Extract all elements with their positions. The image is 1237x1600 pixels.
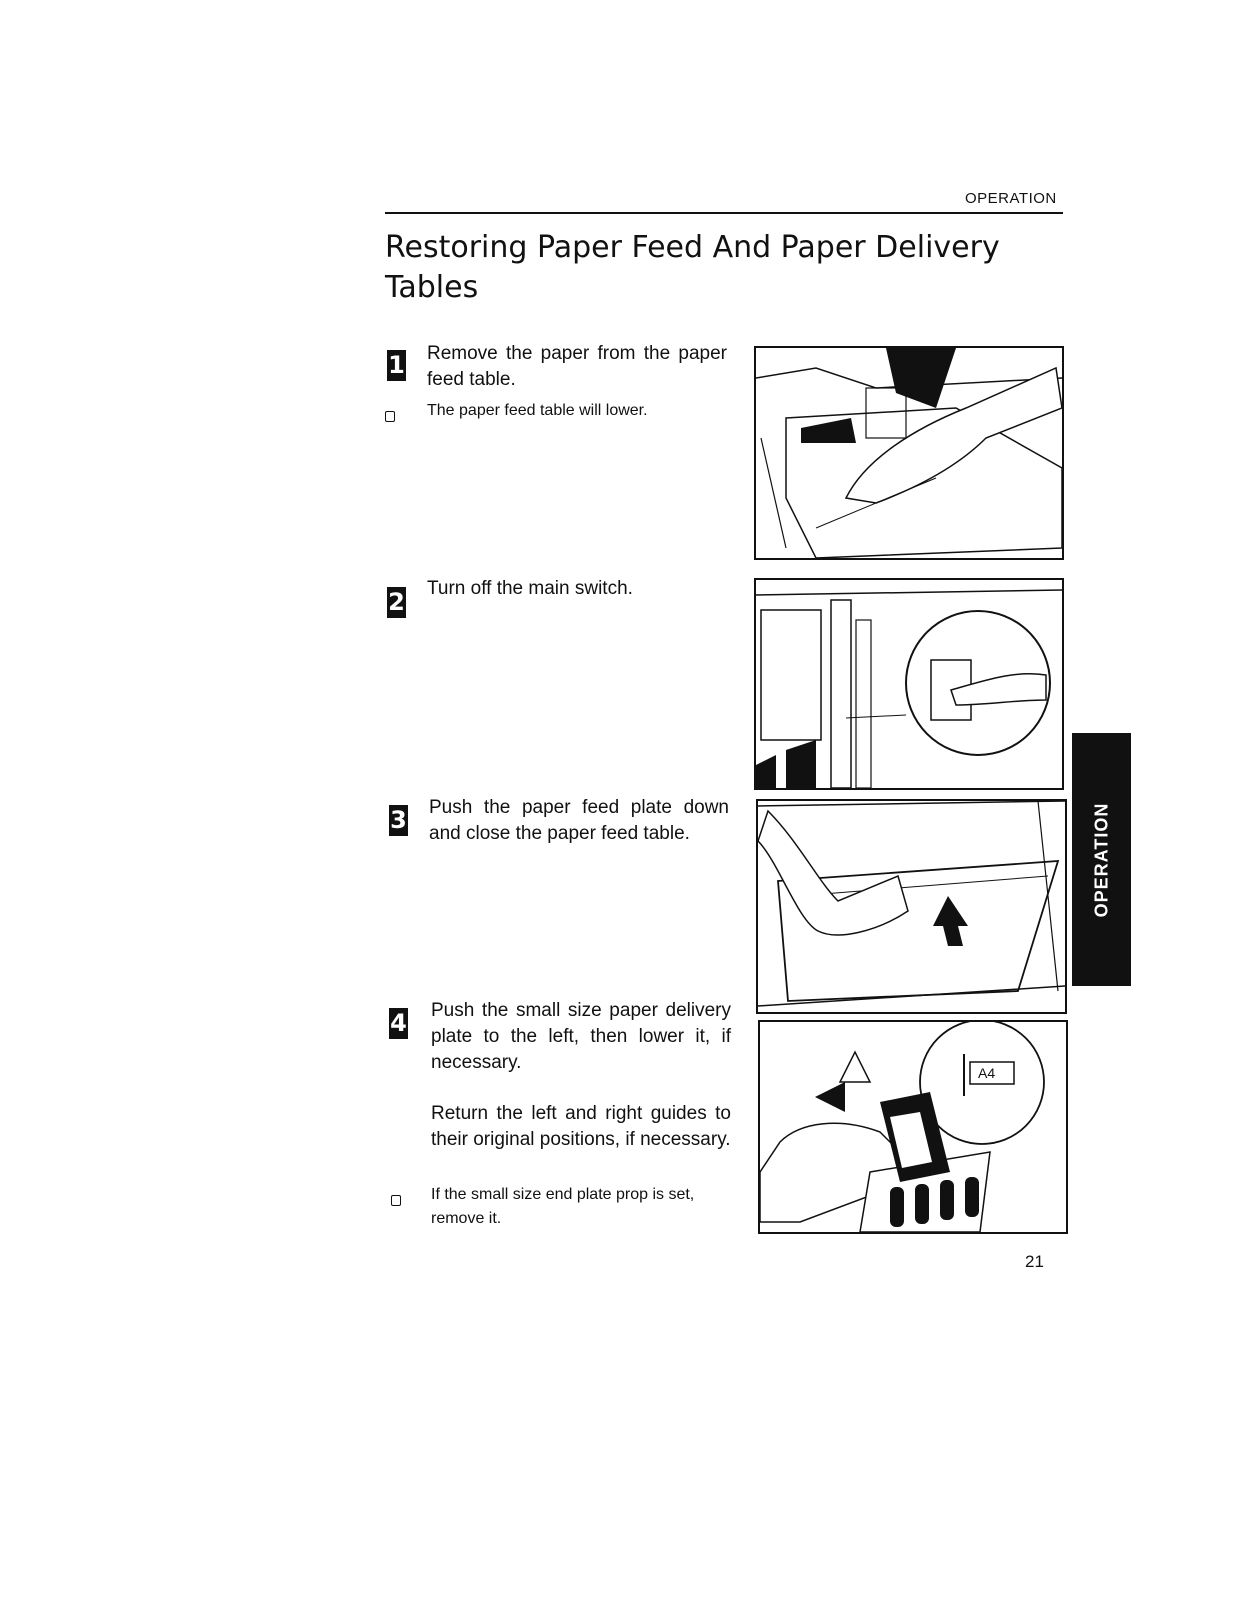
step-2-text: Turn off the main switch. — [427, 578, 633, 599]
step-1-number: 1 — [387, 350, 406, 381]
section-header: OPERATION — [965, 190, 1057, 207]
illustration-main-switch — [754, 578, 1064, 790]
illustration-close-feed-table — [756, 799, 1067, 1014]
header-rule — [385, 212, 1063, 214]
page-number: 21 — [1025, 1252, 1044, 1271]
illustration-remove-paper — [754, 346, 1064, 560]
step-4-note: If the small size end plate prop is set,… — [431, 1186, 695, 1227]
step-4-note-bullet — [391, 1195, 401, 1206]
step-4-text-2: Return the left and right guides to thei… — [431, 1103, 731, 1150]
illustration-delivery-plate: A4 — [758, 1020, 1068, 1234]
page-title: Restoring Paper Feed And Paper Delivery … — [385, 230, 1000, 305]
step-1-note-bullet — [385, 411, 395, 422]
step-3-number: 3 — [389, 805, 408, 836]
step-1-note: The paper feed table will lower. — [427, 402, 648, 419]
step-3-text: Push the paper feed plate down and close… — [429, 797, 729, 844]
step-2-number: 2 — [387, 587, 406, 618]
step-4-text: Push the small size paper deliv­ery plat… — [431, 1000, 731, 1073]
side-tab[interactable]: OPERATION — [1072, 733, 1131, 986]
paper-size-label: A4 — [978, 1065, 995, 1081]
side-tab-label: OPERATION — [1091, 802, 1111, 917]
step-4-number: 4 — [389, 1008, 408, 1039]
step-1-text: Remove the paper from the pa­per feed ta… — [427, 343, 727, 390]
